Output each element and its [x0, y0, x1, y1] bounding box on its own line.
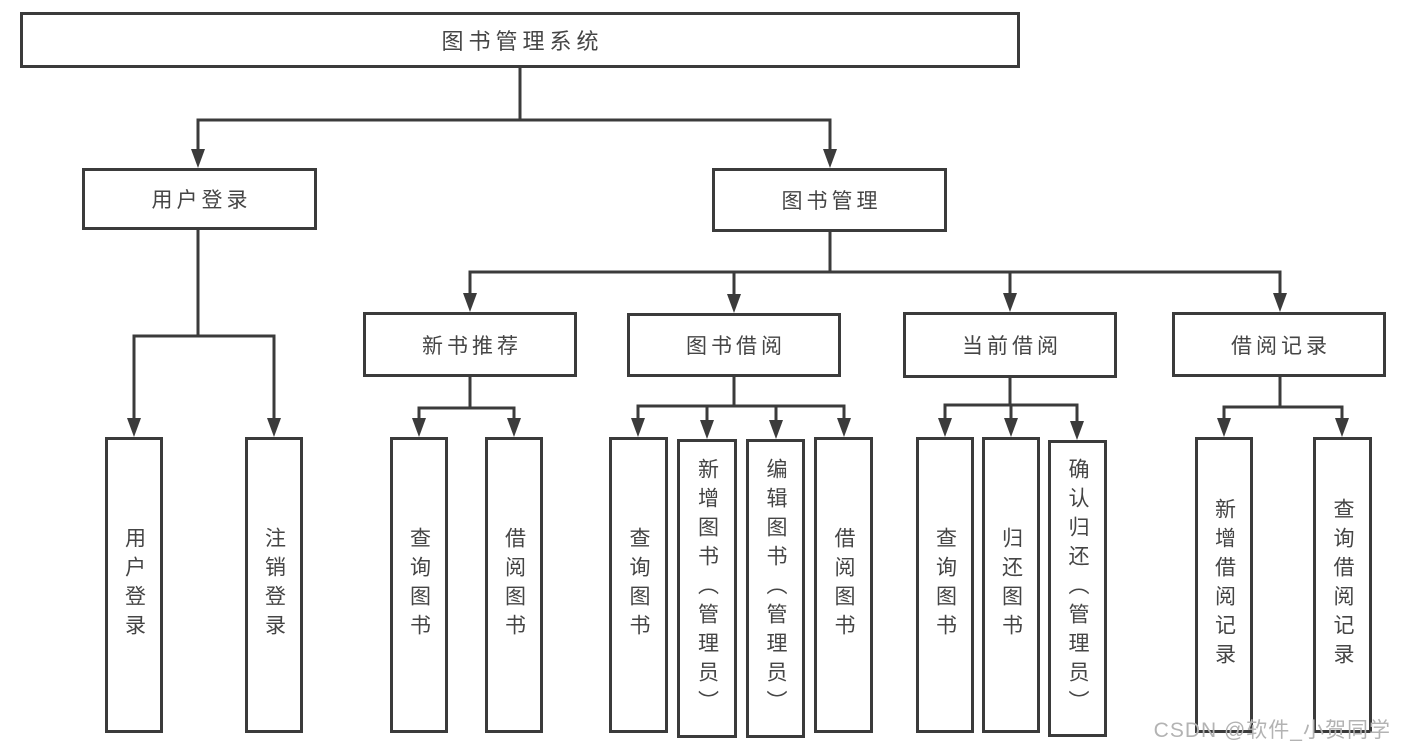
node-label: 借阅图书 — [832, 527, 855, 643]
node-leaf-user-login: 用户登录 — [105, 437, 163, 733]
node-label: 图书管理系统 — [441, 29, 604, 54]
node-label: 注销登录 — [262, 527, 286, 643]
node-label: 借阅图书 — [502, 527, 526, 643]
node-borrowing-records: 借阅记录 — [1172, 312, 1386, 377]
node-new-book-recommendation: 新书推荐 — [363, 312, 577, 377]
node-leaf-edit-books-admin: 编辑图书（管理员） — [746, 439, 805, 738]
node-label: 用户登录 — [122, 527, 146, 643]
node-leaf-query-books-current: 查询图书 — [916, 437, 974, 733]
node-leaf-add-books-admin: 新增图书（管理员） — [677, 439, 737, 738]
node-label: 用户登录 — [151, 189, 252, 212]
node-leaf-query-books-borrow: 查询图书 — [609, 437, 668, 733]
csdn-watermark: CSDN @软件_小贺同学 — [1153, 719, 1391, 742]
node-leaf-return-books: 归还图书 — [982, 437, 1040, 733]
node-leaf-add-borrow-record: 新增借阅记录 — [1195, 437, 1253, 733]
node-leaf-confirm-return-admin: 确认归还（管理员） — [1048, 440, 1107, 737]
node-leaf-borrow-books-rec: 借阅图书 — [485, 437, 543, 733]
node-label: 新书推荐 — [422, 334, 522, 358]
node-label: 归还图书 — [999, 527, 1023, 643]
node-leaf-borrow-books: 借阅图书 — [814, 437, 873, 733]
node-label: 借阅记录 — [1231, 334, 1331, 358]
node-label: 查询图书 — [407, 527, 431, 643]
node-label: 查询图书 — [933, 527, 957, 643]
node-label: 新增图书（管理员） — [695, 458, 719, 719]
node-leaf-query-borrow-record: 查询借阅记录 — [1313, 437, 1372, 733]
node-label: 查询图书 — [627, 527, 650, 643]
node-label: 图书借阅 — [686, 335, 786, 358]
node-label: 当前借阅 — [962, 335, 1062, 358]
node-leaf-logout: 注销登录 — [245, 437, 303, 733]
node-label: 新增借阅记录 — [1212, 498, 1236, 672]
node-library-management-system: 图书管理系统 — [20, 12, 1020, 68]
node-label: 查询借阅记录 — [1331, 498, 1354, 672]
node-label: 图书管理 — [781, 190, 882, 213]
node-book-borrowing: 图书借阅 — [627, 313, 841, 377]
node-user-login: 用户登录 — [82, 168, 317, 230]
node-label: 确认归还（管理员） — [1066, 458, 1089, 719]
node-book-management: 图书管理 — [712, 168, 947, 232]
node-current-borrowing: 当前借阅 — [903, 312, 1117, 378]
node-label: 编辑图书（管理员） — [764, 458, 787, 719]
node-leaf-query-books-rec: 查询图书 — [390, 437, 448, 733]
